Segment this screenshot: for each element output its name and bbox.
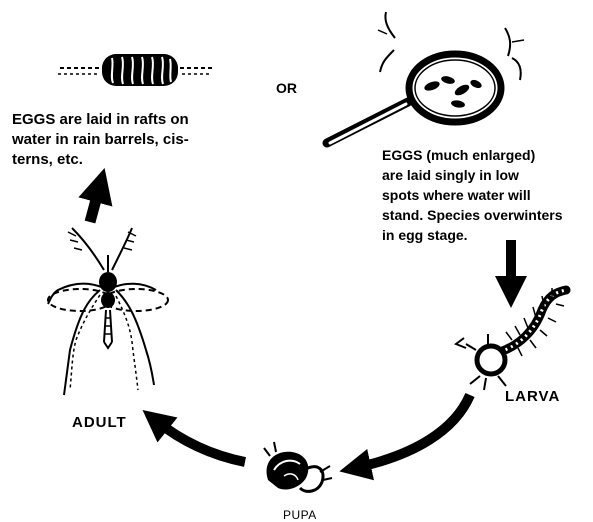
or-label: OR — [276, 80, 297, 96]
pupa-label: PUPA — [283, 508, 317, 522]
arrow-pupa-to-adult — [155, 420, 245, 462]
egg-raft-caption-line: terns, etc. — [12, 150, 189, 170]
adult-label: ADULT — [72, 414, 127, 431]
egg-raft-caption: EGGS are laid in rafts on water in rain … — [12, 110, 189, 170]
single-egg-caption-line: are laid singly in low — [382, 165, 563, 185]
arrow-adult-to-eggs — [90, 185, 100, 222]
larva-icon — [456, 288, 566, 390]
egg-raft-caption-line: water in rain barrels, cis- — [12, 130, 189, 150]
egg-raft-icon — [58, 54, 215, 86]
arrow-larva-to-pupa — [355, 395, 470, 468]
single-egg-caption-line: stand. Species overwinters — [382, 205, 563, 225]
single-egg-caption-line: in egg stage. — [382, 225, 563, 245]
single-egg-caption-line: EGGS (much enlarged) — [382, 145, 563, 165]
larva-label: LARVA — [505, 388, 560, 405]
single-egg-caption-line: spots where water will — [382, 185, 563, 205]
single-egg-caption: EGGS (much enlarged) are laid singly in … — [382, 145, 563, 245]
adult-mosquito-icon — [48, 228, 168, 395]
pupa-icon — [264, 442, 332, 491]
egg-raft-caption-line: EGGS are laid in rafts on — [12, 110, 189, 130]
magnifying-glass-icon — [327, 12, 524, 143]
